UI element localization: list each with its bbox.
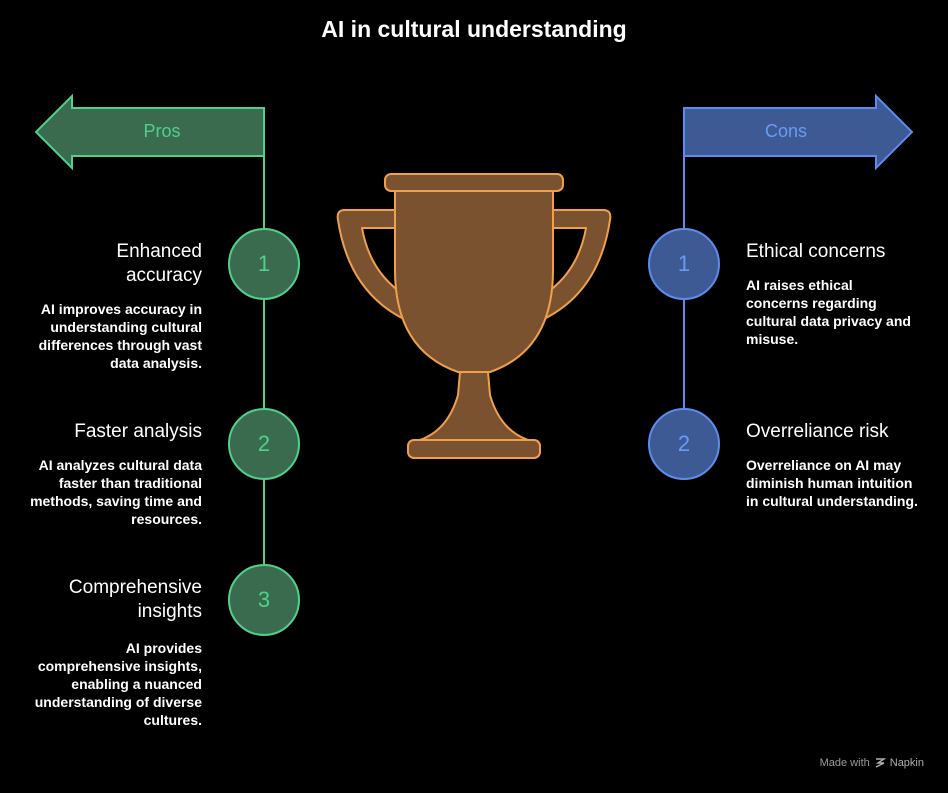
pros-item-title: Faster analysis: [74, 421, 202, 442]
cons-node-2: [648, 408, 720, 480]
cons-node-number: 1: [677, 251, 691, 276]
pros-node-number: 2: [257, 431, 271, 456]
footer-made-with: Made with: [819, 757, 870, 769]
pros-arrow: [34, 93, 265, 171]
trophy-icon: [336, 173, 612, 459]
page-title: AI in cultural understanding: [321, 16, 627, 42]
napkin-logo-icon: [875, 758, 886, 768]
cons-item-description: Overreliance on AI may diminish human in…: [746, 457, 918, 509]
pros-node-number: 1: [257, 251, 271, 276]
pros-node-2: [228, 408, 300, 480]
cons-arrow: [683, 93, 914, 171]
pros-item-description: AI analyzes cultural data faster than tr…: [30, 457, 202, 527]
pros-item-title: Enhanced accuracy: [116, 241, 202, 286]
pros-item-title: Comprehensive insights: [68, 577, 202, 622]
footer-brand: Napkin: [889, 757, 924, 769]
pros-label: Pros: [143, 121, 181, 141]
cons-node-number: 2: [677, 431, 691, 456]
pros-node-number: 3: [257, 587, 271, 612]
cons-item-title: Overreliance risk: [746, 421, 889, 442]
pros-node-3: [228, 564, 300, 636]
cons-node-1: [648, 228, 720, 300]
cons-item-title: Ethical concerns: [746, 241, 886, 262]
pros-item-description: AI improves accuracy in understanding cu…: [38, 301, 202, 371]
pros-node-1: [228, 228, 300, 300]
pros-item-description: AI provides comprehensive insights, enab…: [34, 640, 202, 728]
cons-label: Cons: [764, 121, 808, 141]
footer-credit: Made with Napkin: [820, 757, 924, 769]
cons-item-description: AI raises ethical concerns regarding cul…: [746, 277, 911, 347]
